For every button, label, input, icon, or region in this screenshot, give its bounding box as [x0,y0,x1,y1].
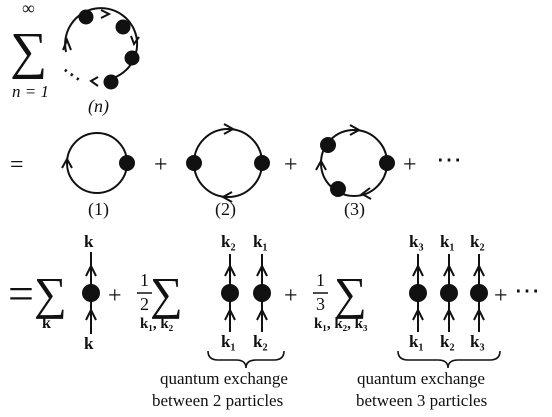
plus-sign: + [154,152,168,178]
three-vertex-loop [315,124,395,200]
diag1-bottom-label: k [84,334,94,353]
one-vertex-loop [61,132,135,194]
sum2-symbol: ∑ [150,268,183,319]
diag3-top-b: k₁ [440,232,455,251]
arrow-icon [130,35,140,47]
diag2-bot-b: k₂ [253,332,268,351]
label-3: (3) [344,199,365,220]
arrow-icon [443,307,455,321]
arrow-icon [256,263,268,277]
arrow-icon [89,76,99,87]
vertex-dot [82,284,100,302]
vertex-dot [221,284,239,302]
brace3-caption-line2: between 3 particles [356,391,487,410]
diag3-top-a: k₃ [409,232,424,251]
sum-upper-limit: ∞ [22,0,35,18]
sum-lower-limit: n = 1 [12,82,49,101]
vertex-dot [470,284,488,302]
loop-circle [66,132,128,194]
loop-circle [193,128,263,198]
sum-symbol: ∑ [10,23,47,80]
vertex-dot [320,137,336,153]
arrow-icon [100,9,112,19]
diag3-top-c: k₂ [470,232,485,251]
n-vertex-loop-diagram: ⋯ [56,7,140,91]
diag2-top-a: k₂ [221,232,236,251]
diag1-top-label: k [84,232,94,251]
arrow-icon [224,307,236,321]
label-2: (2) [215,199,236,220]
arrow-icon [85,263,97,277]
frac3-numerator: 1 [316,270,325,290]
brace-3 [397,350,501,369]
arrow-icon [220,191,233,203]
arrow-icon [61,156,73,169]
single-line-diagram [82,252,100,334]
arrow-icon [473,307,485,321]
arrow-icon [256,307,268,321]
ellipsis: ⋯ [436,145,462,174]
plus-sign: + [284,152,298,178]
label-1: (1) [88,199,109,220]
diag3-bot-b: k₂ [440,332,455,351]
equals-sum: =∑ [8,268,67,319]
vertex-dot [254,155,270,171]
vertex-dot [409,284,427,302]
plus-sign: + [108,283,122,309]
arrow-icon [360,187,372,200]
diag2-bot-a: k₁ [221,332,236,351]
arrow-icon [315,158,327,171]
arrow-icon [412,263,424,277]
vertex-dot [330,181,346,197]
vertex-dot [78,9,94,25]
equals-sign: = [10,152,24,178]
vertex-dot [103,74,119,90]
arrow-icon [412,307,424,321]
plus-sign: + [284,283,298,309]
sum3-index: k₁, k₂, k₃ [314,316,368,332]
vertex-dot [379,155,395,171]
arrow-icon [62,37,72,51]
loop-ellipsis: ⋯ [56,58,88,91]
arrow-icon [223,123,236,135]
vertex-dot [253,284,271,302]
frac3-denominator: 3 [316,294,325,314]
vertex-dot [186,155,202,171]
diag3-bot-a: k₁ [409,332,424,351]
loop-arc [64,7,139,81]
diag3-bot-c: k₃ [470,332,485,351]
vertex-dot [440,284,458,302]
brace-2 [207,350,285,369]
arrow-icon [85,307,97,321]
frac2-denominator: 2 [140,294,149,314]
vertex-dot [124,50,140,66]
two-line-exchange-diagram [221,254,271,332]
diag2-top-b: k₁ [253,232,268,251]
arrow-icon [473,263,485,277]
brace3-caption-line1: quantum exchange [357,369,485,388]
frac2-numerator: 1 [140,270,149,290]
brace2-caption-line1: quantum exchange [160,369,288,388]
sum1-index: k [42,315,51,332]
arrow-icon [224,263,236,277]
arrow-icon [349,124,362,136]
sum2-index: k₁, k₂ [140,316,174,332]
ellipsis: ⋯ [514,276,540,305]
three-line-exchange-diagram [409,254,488,332]
two-vertex-loop [186,123,270,203]
n-label: (n) [88,96,109,117]
vertex-dot [115,19,131,35]
sum3-symbol: ∑ [334,268,367,319]
plus-sign: + [494,283,508,309]
plus-sign: + [403,152,417,178]
brace2-caption-line2: between 2 particles [152,391,283,410]
vertex-dot [119,155,135,171]
arrow-icon [443,263,455,277]
